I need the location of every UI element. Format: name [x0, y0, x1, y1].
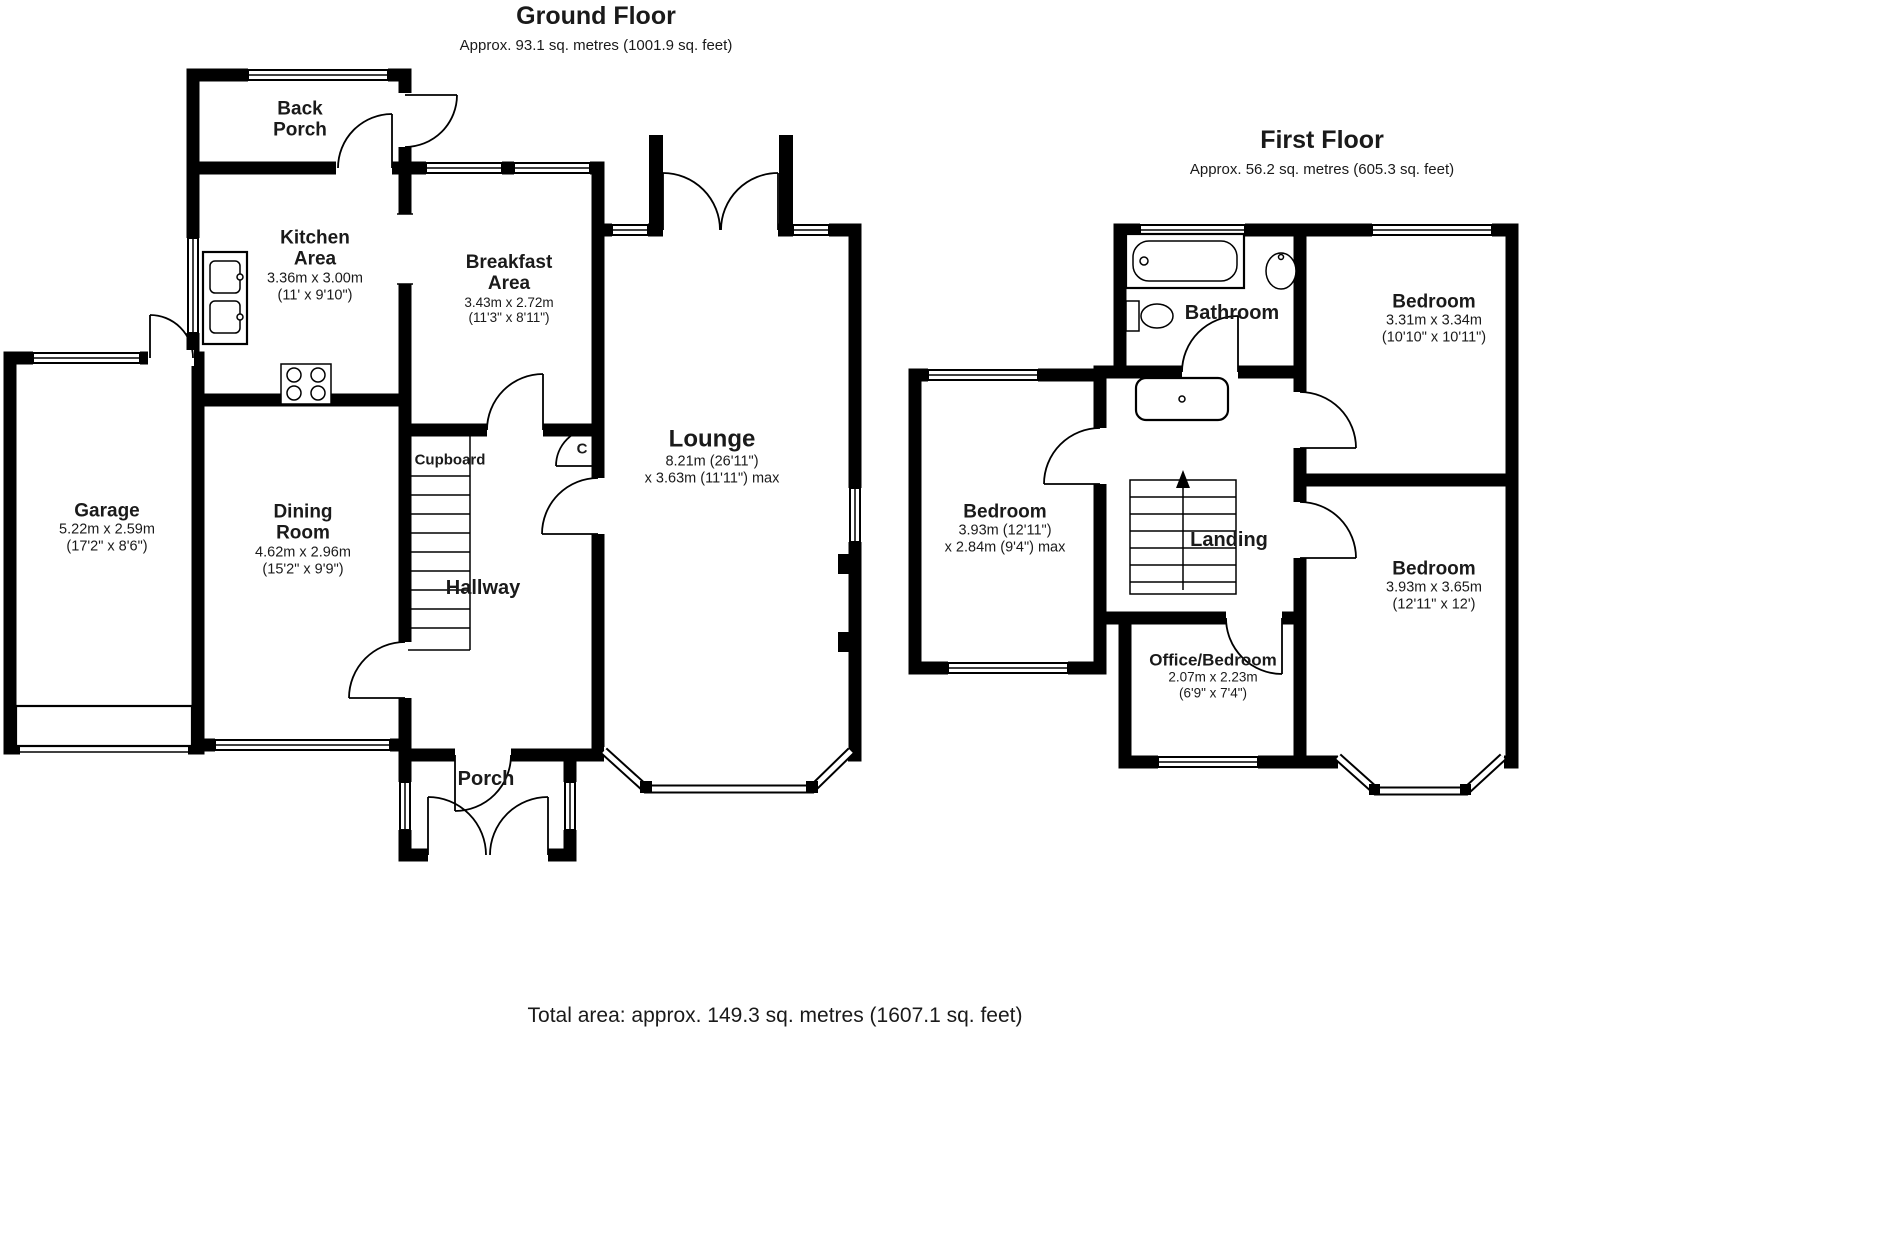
- window-icons: [32, 69, 1493, 831]
- room-name: Hallway: [445, 576, 521, 599]
- basin-icon: [1265, 252, 1297, 290]
- shower-cubicle-icon: [1134, 376, 1230, 422]
- room-name: Lounge: [668, 425, 756, 453]
- room-dims-imperial: x 3.63m (11'11") max: [644, 470, 780, 487]
- room-name: Bedroom: [1392, 558, 1476, 580]
- room-dims-imperial: (11'3" x 8'11"): [468, 310, 550, 326]
- room-name: Bathroom: [1184, 301, 1280, 324]
- bay-window-lounge: [600, 747, 855, 794]
- room-dims-imperial: (15'2" x 9'9"): [262, 561, 344, 578]
- hob-icon: [280, 363, 332, 405]
- door-swing-icons: [149, 94, 1357, 856]
- room-name: Garage: [74, 500, 140, 522]
- room-label-office-bedroom: Office/Bedroom 2.07m x 2.23m (6'9" x 7'4…: [1149, 651, 1277, 702]
- ground-floor-subtitle: Approx. 93.1 sq. metres (1001.9 sq. feet…: [459, 37, 733, 54]
- total-area-text: Total area: approx. 149.3 sq. metres (16…: [527, 1004, 1023, 1027]
- room-dims-metric: 2.07m x 2.23m: [1168, 669, 1258, 685]
- wall-details: [649, 135, 855, 652]
- room-label-landing: Landing: [1190, 529, 1268, 551]
- room-name: Dining Room: [273, 501, 333, 544]
- room-name: Breakfast Area: [465, 251, 553, 295]
- room-label-porch: Porch: [458, 768, 515, 790]
- room-label-garage: Garage 5.22m x 2.59m (17'2" x 8'6"): [59, 500, 155, 555]
- room-dims-imperial: (10'10" x 10'11"): [1381, 329, 1487, 346]
- room-label-bedroom-3: Bedroom 3.93m x 3.65m (12'11" x 12'): [1386, 558, 1482, 613]
- room-dims-metric: 3.93m x 3.65m: [1386, 579, 1482, 596]
- room-label-back-porch: Back Porch: [273, 99, 327, 142]
- first-floor-title: First Floor: [1260, 126, 1384, 154]
- ground-floor-header: Ground Floor Approx. 93.1 sq. metres (10…: [460, 2, 733, 54]
- stairs-first-floor: [1129, 470, 1237, 595]
- room-name: Bedroom: [963, 501, 1047, 523]
- room-name: Kitchen Area: [280, 227, 350, 270]
- room-dims-imperial: x 2.84m (9'4") max: [944, 539, 1066, 556]
- room-label-c-cupboard: C: [576, 440, 588, 459]
- room-dims-metric: 3.31m x 3.34m: [1386, 312, 1482, 329]
- room-dims-imperial: (11' x 9'10"): [277, 287, 353, 304]
- room-name: Back Porch: [273, 98, 327, 141]
- kitchen-sink-icon: [201, 250, 249, 346]
- room-dims-metric: 8.21m (26'11"): [665, 453, 759, 470]
- room-label-bathroom: Bathroom: [1185, 302, 1279, 324]
- room-dims-metric: 3.43m x 2.72m: [464, 294, 554, 310]
- room-name: Landing: [1190, 528, 1268, 551]
- room-name: Office/Bedroom: [1149, 650, 1277, 670]
- room-label-hallway: Hallway: [446, 577, 520, 599]
- room-name: C: [576, 440, 588, 458]
- room-label-bedroom-1: Bedroom 3.31m x 3.34m (10'10" x 10'11"): [1382, 291, 1486, 346]
- bay-window-bedroom: [1334, 753, 1507, 796]
- room-label-breakfast: Breakfast Area 3.43m x 2.72m (11'3" x 8'…: [464, 252, 553, 326]
- room-label-kitchen: Kitchen Area 3.36m x 3.00m (11' x 9'10"): [267, 228, 363, 305]
- room-label-bedroom-2: Bedroom 3.93m (12'11") x 2.84m (9'4") ma…: [945, 501, 1066, 556]
- room-dims-imperial: (6'9" x 7'4"): [1178, 685, 1247, 701]
- room-label-lounge: Lounge 8.21m (26'11") x 3.63m (11'11") m…: [645, 426, 780, 487]
- room-dims-metric: 3.93m (12'11"): [958, 522, 1052, 539]
- garage-door: [12, 704, 196, 753]
- room-name: Porch: [457, 767, 515, 790]
- first-floor-subtitle: Approx. 56.2 sq. metres (605.3 sq. feet): [1189, 161, 1455, 178]
- room-label-dining: Dining Room 4.62m x 2.96m (15'2" x 9'9"): [255, 502, 351, 579]
- room-dims-metric: 4.62m x 2.96m: [255, 544, 351, 561]
- ground-floor-title: Ground Floor: [516, 2, 676, 30]
- room-dims-imperial: (12'11" x 12'): [1392, 596, 1476, 613]
- room-dims-metric: 3.36m x 3.00m: [267, 270, 363, 287]
- toilet-icon: [1125, 300, 1174, 332]
- stairs-ground-floor: [408, 432, 471, 651]
- bathtub-icon: [1124, 232, 1246, 290]
- room-name: Cupboard: [414, 451, 486, 469]
- room-name: Bedroom: [1392, 291, 1476, 313]
- room-label-cupboard: Cupboard: [414, 451, 486, 470]
- first-floor-header: First Floor Approx. 56.2 sq. metres (605…: [1190, 126, 1454, 178]
- room-dims-imperial: (17'2" x 8'6"): [66, 538, 148, 555]
- room-dims-metric: 5.22m x 2.59m: [59, 521, 155, 538]
